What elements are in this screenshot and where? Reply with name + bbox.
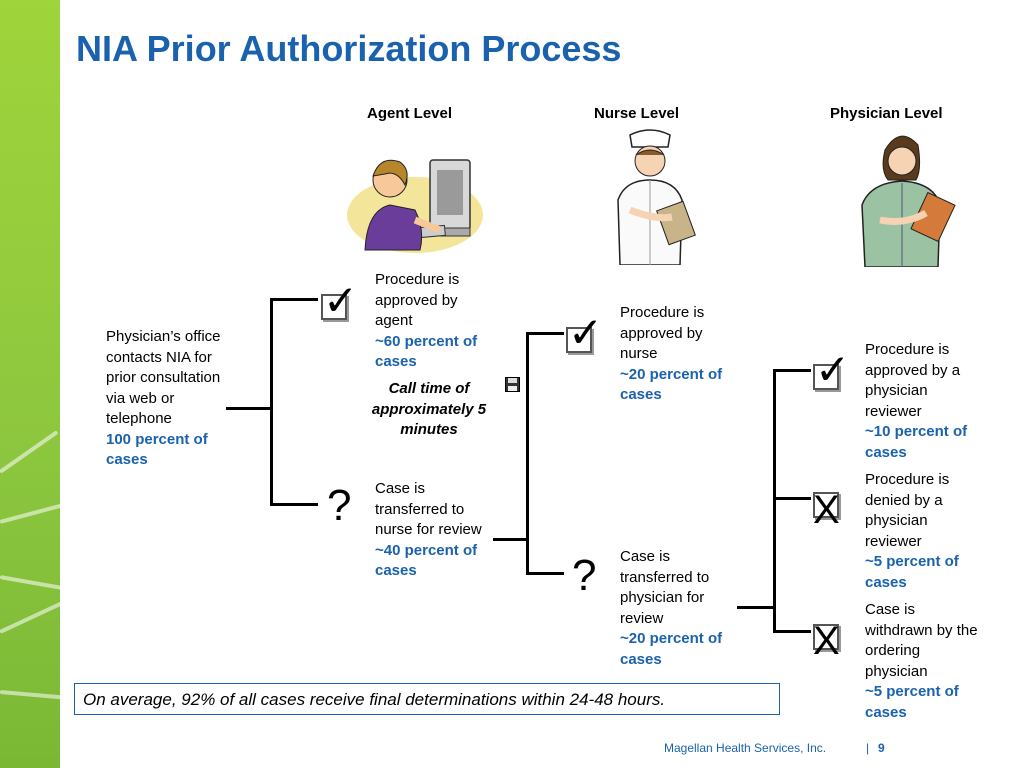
nurse-clipart-icon [617,129,696,265]
floppy-disk-icon [505,377,520,392]
x-mark-icon: X [813,619,840,663]
x-mark-icon: X [813,488,840,532]
nurse-transfer-text: Case is transferred to physician for rev… [620,548,710,627]
footer-separator: | [866,741,870,755]
connector-line [737,606,775,609]
agent-transfer-text: Case is transferred to nurse for review [375,480,482,538]
connector-line [270,298,318,301]
physician-approved-percent: ~10 percent of cases [865,423,968,461]
physician-clipart-icon [861,135,956,267]
agent-level-heading: Agent Level [367,105,453,122]
approved-checkbox-icon [321,294,347,320]
green-sidebar [0,0,70,768]
agent-clipart-icon [347,159,483,253]
call-time-note: Call time of approximately 5 minutes [371,380,487,438]
agent-approved-block: Procedure is approved by agent ~60 perce… [375,270,485,373]
agent-transfer-block: Case is transferred to nurse for review … [375,479,485,582]
start-percent: 100 percent of cases [106,430,208,469]
physician-withdrawn-percent: ~5 percent of cases [865,683,959,721]
physician-withdrawn-block: Case is withdrawn by the ordering physic… [865,600,983,723]
physician-withdrawn-text: Case is withdrawn by the ordering physic… [865,601,978,680]
check-mark-icon: ✓ [323,276,359,325]
denied-checkbox-icon [813,492,839,518]
agent-transfer-percent: ~40 percent of cases [375,541,478,580]
connector-line [526,572,564,575]
nurse-approved-text: Procedure is approved by nurse [620,304,705,362]
check-mark-icon: ✓ [568,308,604,357]
leaf-decoration [0,575,70,592]
physician-level-heading: Physician Level [830,105,943,122]
connector-line [226,407,272,410]
connector-line [773,369,776,633]
agent-approved-percent: ~60 percent of cases [375,332,478,371]
nurse-approved-block: Procedure is approved by nurse ~20 perce… [620,303,730,406]
connector-line [493,538,528,541]
physician-denied-block: Procedure is denied by a physician revie… [865,470,983,593]
physician-approved-block: Procedure is approved by a physician rev… [865,340,977,463]
question-mark-icon: ? [572,551,597,600]
start-description: Physician’s office contacts NIA for prio… [106,327,226,471]
page-number: 9 [878,741,885,755]
withdrawn-checkbox-icon [813,624,839,650]
connector-line [270,503,318,506]
physician-denied-text: Procedure is denied by a physician revie… [865,471,950,550]
connector-line [773,369,811,372]
agent-approved-text: Procedure is approved by agent [375,271,460,329]
approved-checkbox-icon [566,327,592,353]
nurse-transfer-block: Case is transferred to physician for rev… [620,547,732,670]
physician-approved-text: Procedure is approved by a physician rev… [865,341,961,420]
summary-box: On average, 92% of all cases receive fin… [74,683,780,715]
nurse-approved-percent: ~20 percent of cases [620,365,723,404]
check-mark-icon: ✓ [815,345,851,394]
connector-line [526,332,564,335]
nurse-transfer-percent: ~20 percent of cases [620,630,723,668]
leaf-decoration [0,600,65,634]
nurse-level-heading: Nurse Level [594,105,680,122]
footer-company: Magellan Health Services, Inc. [664,741,827,755]
connector-line [270,298,273,506]
leaf-decoration [0,501,69,524]
question-mark-icon: ? [327,481,352,530]
approved-checkbox-icon [813,364,839,390]
physician-denied-percent: ~5 percent of cases [865,553,959,591]
connector-line [773,497,811,500]
connector-line [773,630,811,633]
leaf-decoration [0,690,70,701]
start-text: Physician’s office contacts NIA for prio… [106,328,221,427]
leaf-decoration [0,430,59,474]
connector-line [526,332,529,574]
page-title: NIA Prior Authorization Process [76,28,622,69]
